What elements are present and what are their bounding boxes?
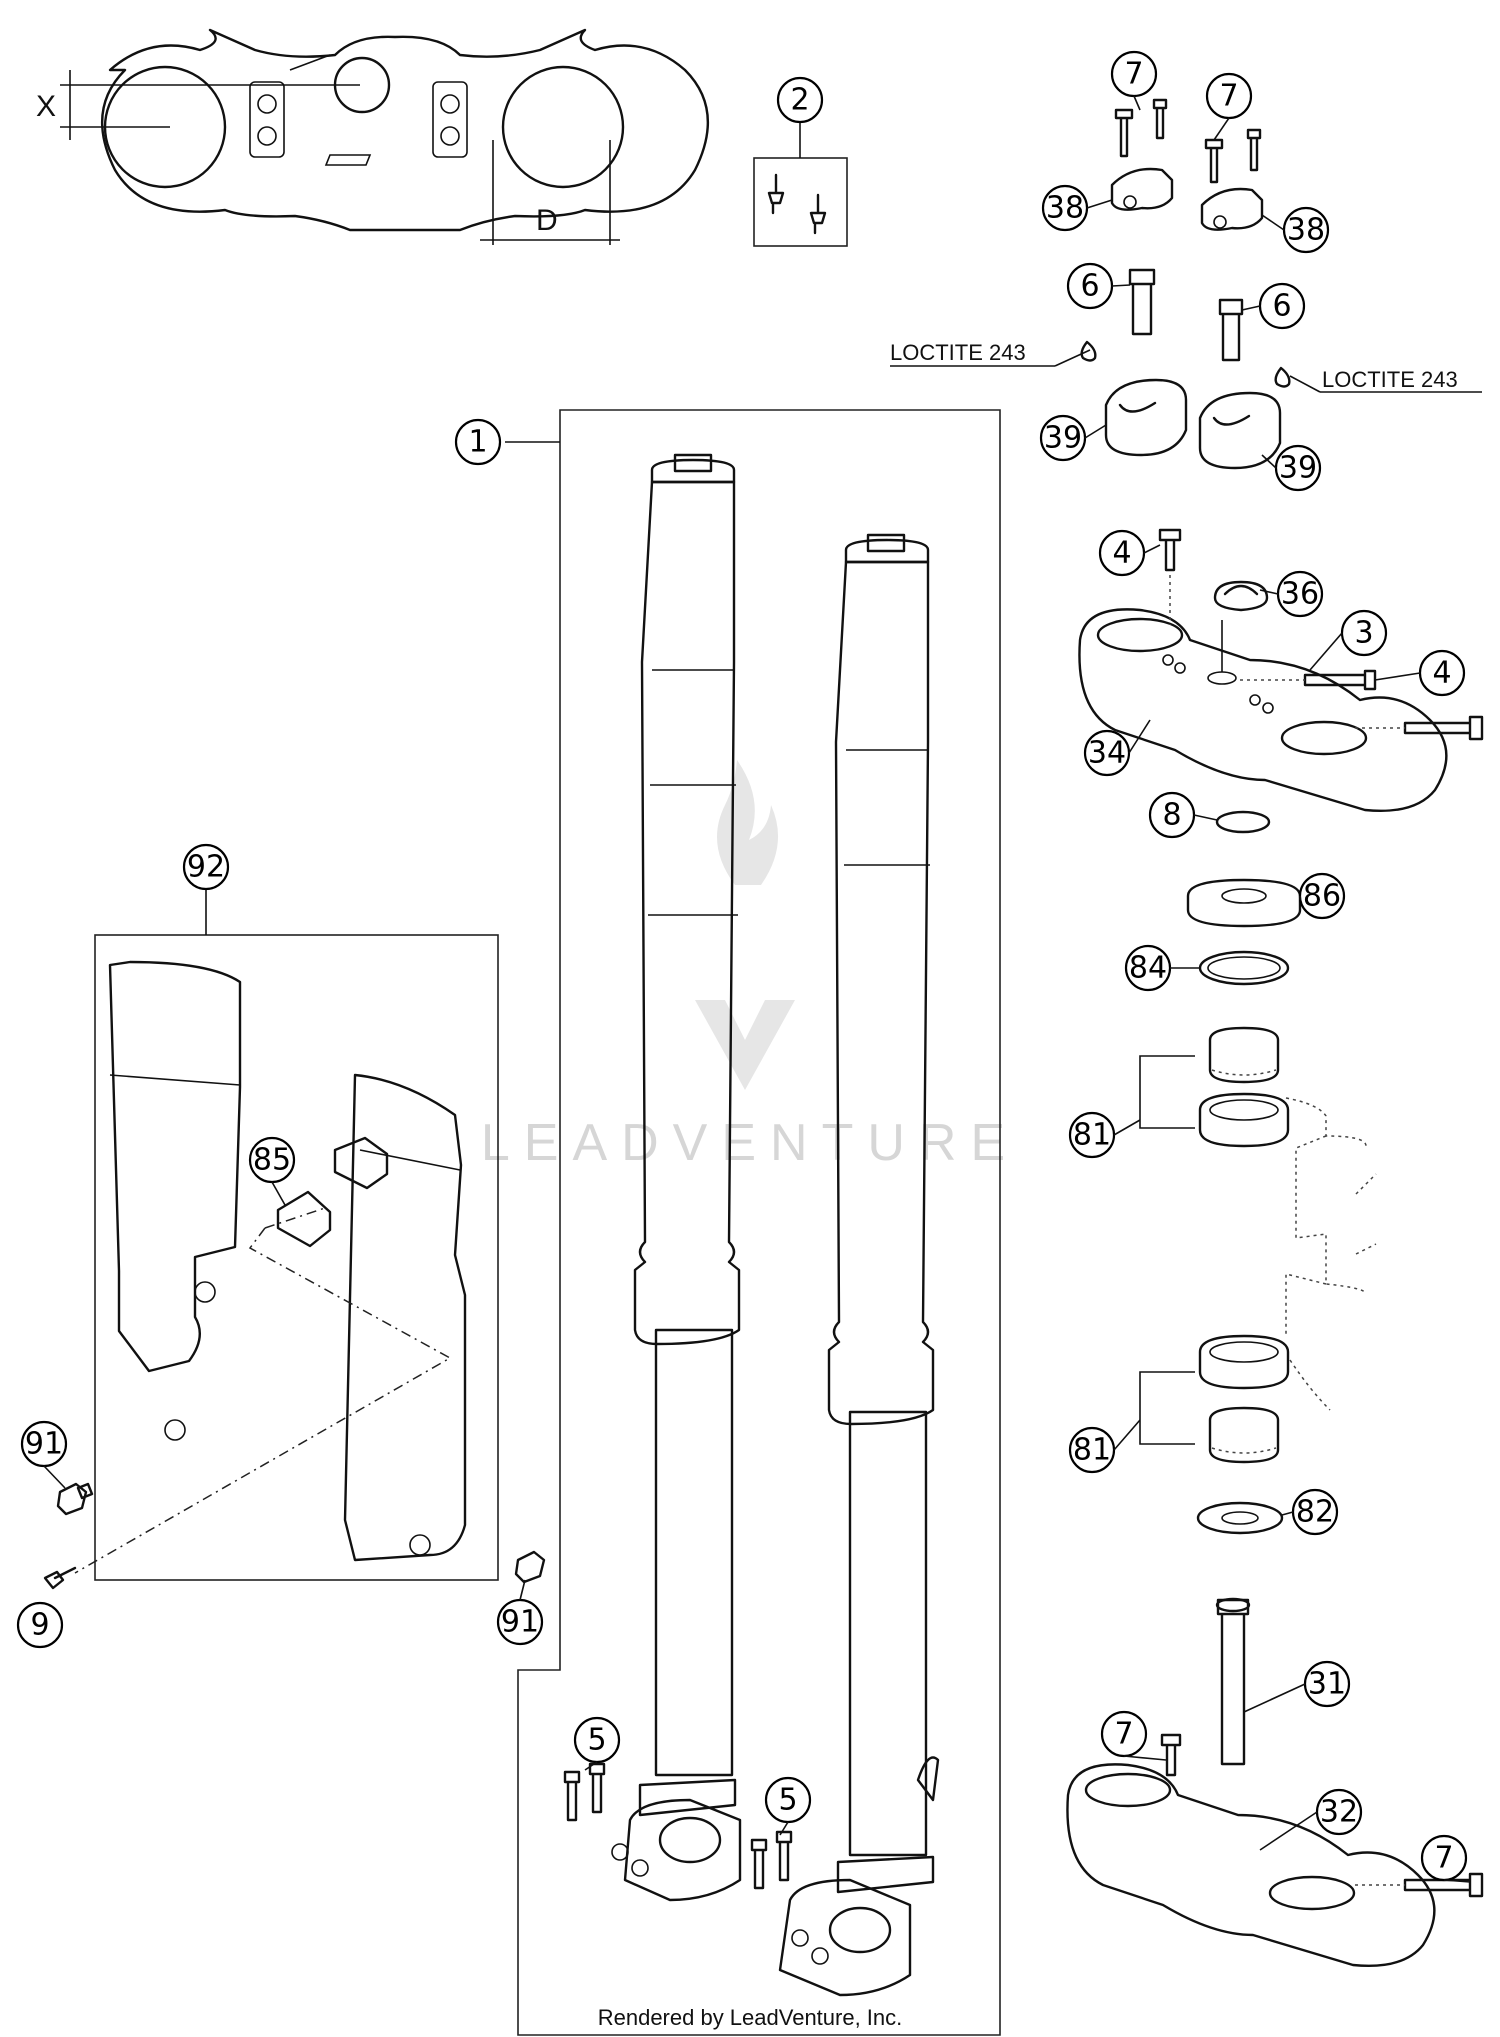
svg-text:39: 39 xyxy=(1279,451,1317,486)
svg-text:7: 7 xyxy=(1124,57,1143,92)
callout-39-right: 39 xyxy=(1274,444,1322,492)
svg-text:92: 92 xyxy=(187,850,225,885)
callout-39-left: 39 xyxy=(1039,414,1087,462)
callout-7-a: 7 xyxy=(1110,50,1158,98)
fork-guard-kit xyxy=(43,890,546,1590)
callout-82: 82 xyxy=(1291,1488,1339,1536)
callout-34: 34 xyxy=(1083,729,1131,777)
svg-text:7: 7 xyxy=(1219,79,1238,114)
loctite-note-right: LOCTITE 243 xyxy=(1322,367,1458,392)
callout-9: 9 xyxy=(16,1601,64,1649)
svg-text:6: 6 xyxy=(1080,269,1099,304)
svg-text:86: 86 xyxy=(1303,879,1341,914)
right-fork-leg xyxy=(778,533,940,1997)
fork-assembly-box xyxy=(505,409,1001,2036)
svg-text:5: 5 xyxy=(587,1723,606,1758)
callout-92: 92 xyxy=(182,843,230,891)
svg-text:5: 5 xyxy=(778,1783,797,1818)
axle-clamp-screws xyxy=(563,1762,793,1890)
watermark-text: LEADVENTURE xyxy=(481,1114,1019,1172)
bleeder-screw-kit xyxy=(753,122,848,247)
callout-6-right: 6 xyxy=(1258,282,1306,330)
svg-text:82: 82 xyxy=(1296,1495,1334,1530)
svg-text:84: 84 xyxy=(1129,951,1167,986)
handlebar-clamp-parts: LOCTITE 243 LOCTITE 243 xyxy=(890,98,1482,470)
callout-31: 31 xyxy=(1303,1660,1351,1708)
left-fork-leg xyxy=(611,453,742,1902)
callout-91-right: 91 xyxy=(496,1598,544,1646)
loctite-note-left: LOCTITE 243 xyxy=(890,340,1026,365)
triple-clamp-top-view: X D xyxy=(36,28,710,245)
svg-text:4: 4 xyxy=(1112,536,1131,571)
svg-text:7: 7 xyxy=(1434,1841,1453,1876)
callout-36: 36 xyxy=(1276,570,1324,618)
svg-text:31: 31 xyxy=(1308,1667,1346,1702)
callout-91-left: 91 xyxy=(20,1420,68,1468)
dimension-x-label: X xyxy=(36,90,56,123)
callout-86: 86 xyxy=(1298,872,1346,920)
callout-5-left: 5 xyxy=(573,1716,621,1764)
callout-1: 1 xyxy=(454,418,502,466)
svg-text:9: 9 xyxy=(30,1608,49,1643)
callout-84: 84 xyxy=(1124,944,1172,992)
footer-credit: Rendered by LeadVenture, Inc. xyxy=(598,2005,903,2030)
svg-text:38: 38 xyxy=(1046,191,1084,226)
svg-text:85: 85 xyxy=(253,1143,291,1178)
callout-2: 2 xyxy=(776,76,824,124)
callout-81-top: 81 xyxy=(1068,1111,1116,1159)
svg-text:4: 4 xyxy=(1432,656,1451,691)
callout-leaders xyxy=(43,95,1471,1883)
svg-text:38: 38 xyxy=(1287,213,1325,248)
svg-text:91: 91 xyxy=(25,1427,63,1462)
callout-5-right: 5 xyxy=(764,1776,812,1824)
svg-text:2: 2 xyxy=(790,83,809,118)
lower-triple-clamp xyxy=(1066,1597,1484,1967)
watermark: LEADVENTURE xyxy=(481,760,1019,1172)
svg-text:81: 81 xyxy=(1073,1433,1111,1468)
callout-8: 8 xyxy=(1148,791,1196,839)
svg-text:8: 8 xyxy=(1162,798,1181,833)
callout-85: 85 xyxy=(248,1136,296,1184)
callout-6-left: 6 xyxy=(1066,262,1114,310)
svg-text:6: 6 xyxy=(1272,289,1291,324)
callout-7-c: 7 xyxy=(1100,1710,1148,1758)
svg-text:81: 81 xyxy=(1073,1118,1111,1153)
callout-3: 3 xyxy=(1340,609,1388,657)
callout-32: 32 xyxy=(1315,1788,1363,1836)
callout-4-top: 4 xyxy=(1098,529,1146,577)
callouts: 1 2 3 4 4 5 5 6 6 7 7 7 7 8 9 31 32 34 3… xyxy=(16,50,1468,1882)
upper-triple-clamp xyxy=(1078,528,1484,834)
svg-text:1: 1 xyxy=(468,425,487,460)
svg-text:91: 91 xyxy=(501,1605,539,1640)
callout-7-d: 7 xyxy=(1420,1834,1468,1882)
svg-text:32: 32 xyxy=(1320,1795,1358,1830)
svg-text:7: 7 xyxy=(1114,1717,1133,1752)
svg-text:36: 36 xyxy=(1281,577,1319,612)
steering-bearing-set xyxy=(1139,878,1377,1535)
svg-text:34: 34 xyxy=(1088,736,1126,771)
dimension-d-label: D xyxy=(536,204,558,237)
callout-38-left: 38 xyxy=(1041,184,1089,232)
svg-text:3: 3 xyxy=(1354,616,1373,651)
callout-7-b: 7 xyxy=(1205,72,1253,120)
callout-38-right: 38 xyxy=(1282,206,1330,254)
callout-81-bottom: 81 xyxy=(1068,1426,1116,1474)
callout-4-right: 4 xyxy=(1418,649,1466,697)
svg-text:39: 39 xyxy=(1044,421,1082,456)
